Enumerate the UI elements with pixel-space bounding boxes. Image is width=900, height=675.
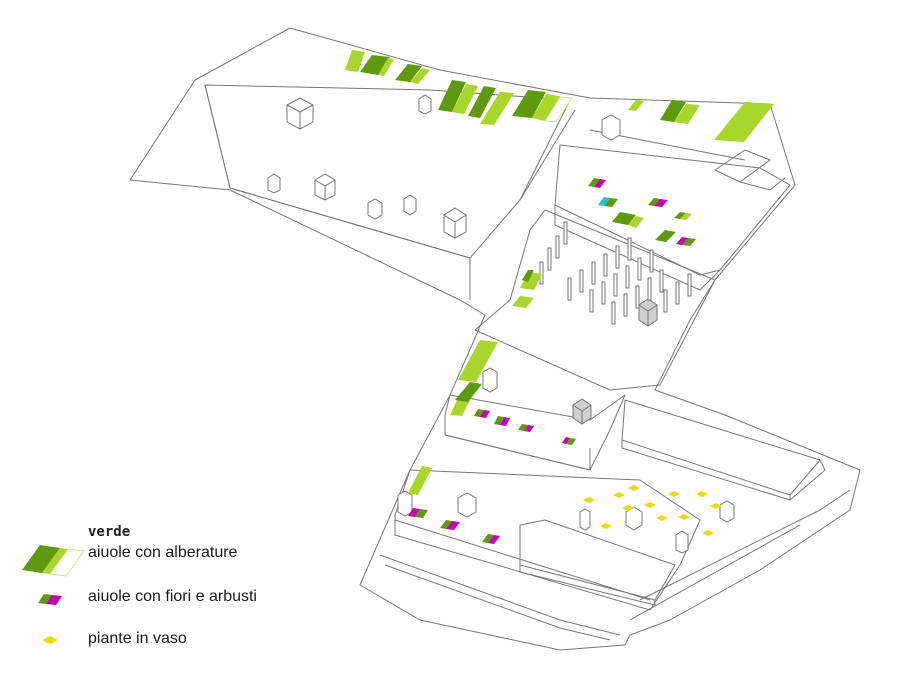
site-boundary <box>129 27 861 651</box>
potted-plant-swatch <box>42 636 58 644</box>
tree-beds <box>345 50 774 495</box>
kiosk-cube <box>719 500 735 523</box>
building-block-middle <box>444 394 626 471</box>
kiosk-cube <box>286 97 314 130</box>
flower-bed-swatch <box>38 594 62 605</box>
kiosk-cube <box>267 173 281 194</box>
building-block-northeast <box>554 144 791 276</box>
kiosk-cube <box>579 508 591 531</box>
kiosk-cube <box>443 207 467 239</box>
kiosk-cube <box>482 367 498 393</box>
kiosk-cube <box>367 198 383 220</box>
tree-bed-swatch <box>22 545 85 577</box>
potted-plants <box>583 485 722 536</box>
grey-cube <box>638 298 658 327</box>
kiosk-cube <box>397 490 413 517</box>
kiosk-cube <box>601 114 621 141</box>
kiosk-cube <box>625 506 643 531</box>
central-plaza <box>474 209 716 391</box>
grey-cube <box>572 398 592 425</box>
building-block-east <box>621 399 821 496</box>
building-block-south <box>394 469 701 611</box>
kiosk-cube <box>675 530 689 554</box>
kiosk-cube <box>457 492 477 518</box>
kiosk-cube <box>314 173 336 201</box>
column-grid <box>539 221 692 325</box>
kiosk-cube <box>418 94 432 115</box>
flower-beds <box>408 178 696 544</box>
kiosk-cube <box>403 194 417 216</box>
building-bar-south <box>519 519 676 601</box>
